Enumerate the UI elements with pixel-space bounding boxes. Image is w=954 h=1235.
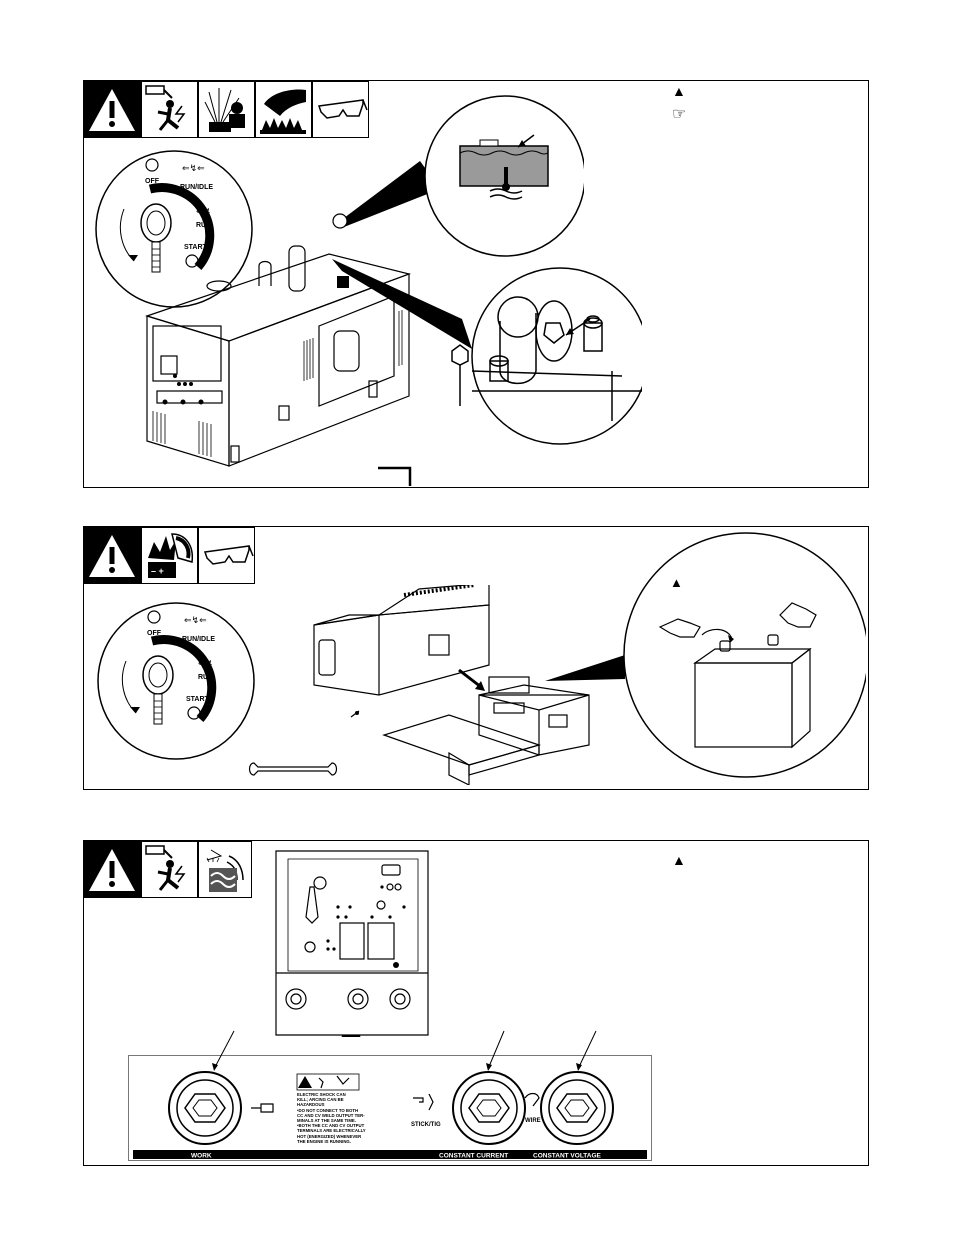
emf-icon [198,841,252,898]
callout-leaders [212,1030,597,1071]
decal-warning-line: KILL; ARCING CAN BE [297,1097,344,1103]
output-terminal-decal: STICK/TIG WIRE WORK CONSTANT CURRENT CON… [128,1055,652,1161]
decal-warning-line: •BOTH THE CC AND CV OUTPUT [297,1123,365,1129]
warning-header [84,527,141,584]
warning-header [84,81,141,138]
panel-coolant-check: ▲ ☞ OFF ⇐↯⇐ RUN/IDLE ⇐↯ RUN START [83,80,869,488]
panel-weld-output-terminals: ▲ [83,840,869,1166]
switch-off-label: OFF [145,178,160,185]
switch-run-label: RUN [196,222,211,229]
warning-header [84,841,141,898]
switch-run-label: RUN [198,674,213,681]
battery-tray-drawing [313,585,625,785]
ignition-switch-diagram: OFF ⇐↯⇐ RUN/IDLE ⇐↯ RUN START [95,150,253,308]
wrench-icon [248,762,338,776]
battery-explosion-icon: – + [141,527,198,584]
note-symbol: ☞ [672,106,687,123]
decal-warning-line: •DO NOT CONNECT TO BOTH [297,1107,359,1113]
decal-warning-line: CC AND CV WELD OUTPUT TER- [297,1112,365,1118]
decal-warning-line: HOT (ENERGIZED) WHENEVER [297,1133,362,1139]
svg-text:⇐↯: ⇐↯ [196,206,211,216]
battery-terminal-zoom: ▲ [623,532,866,778]
switch-run-idle-label: RUN/IDLE [182,636,215,643]
decal-warning-line: ELECTRIC SHOCK CAN [297,1092,346,1097]
work-terminal[interactable] [168,1071,242,1145]
switch-start-label: START [184,244,208,251]
safety-glasses-icon [312,81,369,138]
warning-triangle-icon [89,89,135,131]
electric-shock-icon [141,841,198,898]
svg-text:⇐↯⇐: ⇐↯⇐ [184,615,207,625]
welder-generator-drawing [145,245,412,467]
warning-symbol: ▲ [672,852,686,868]
switch-off-label: OFF [147,630,162,637]
constant-voltage-terminal[interactable] [540,1071,614,1145]
switch-run-idle-label: RUN/IDLE [180,184,213,191]
decal-warning-line: THE ENGINE IS RUNNING. [297,1138,351,1144]
coolant-cap-zoom [332,95,584,257]
hex-key-icon [378,466,412,486]
warning-triangle-icon [89,849,135,891]
electric-shock-icon [141,81,198,138]
panel-battery-disconnect: – + OFF ⇐↯⇐ RUN/IDLE ⇐↯ RUN START [83,526,869,790]
warning-triangle-icon [89,535,135,577]
svg-text:⇐↯: ⇐↯ [198,658,213,668]
fire-sparks-icon [198,81,255,138]
wire-label: WIRE [525,1118,541,1124]
svg-text:⇐↯⇐: ⇐↯⇐ [182,163,205,173]
hot-parts-hand-icon [255,81,312,138]
oil-drain-zoom [332,259,642,445]
safety-glasses-icon [198,527,255,584]
constant-current-label: CONSTANT CURRENT [439,1153,508,1160]
decal-warning-line: HAZARDOUS [297,1102,325,1108]
constant-current-terminal[interactable] [452,1071,526,1145]
warning-symbol: ▲ [670,575,683,590]
control-panel-drawing [275,850,429,1037]
switch-start-label: START [186,696,210,703]
decal-warning-line: TERMINALS ARE ELECTRICALLY [297,1128,366,1134]
battery-polarity-label: – + [151,566,164,576]
stick-tig-label: STICK/TIG [411,1122,441,1128]
warning-symbol: ▲ [672,83,686,99]
work-label: WORK [191,1153,212,1160]
decal-warning-line: MINALS AT THE SAME TIME. [297,1118,356,1124]
decal-warning-text: ELECTRIC SHOCK CAN KILL; ARCING CAN BE H… [297,1092,401,1144]
constant-voltage-label: CONSTANT VOLTAGE [533,1153,602,1160]
ignition-switch-diagram: OFF ⇐↯⇐ RUN/IDLE ⇐↯ RUN START [97,602,255,760]
